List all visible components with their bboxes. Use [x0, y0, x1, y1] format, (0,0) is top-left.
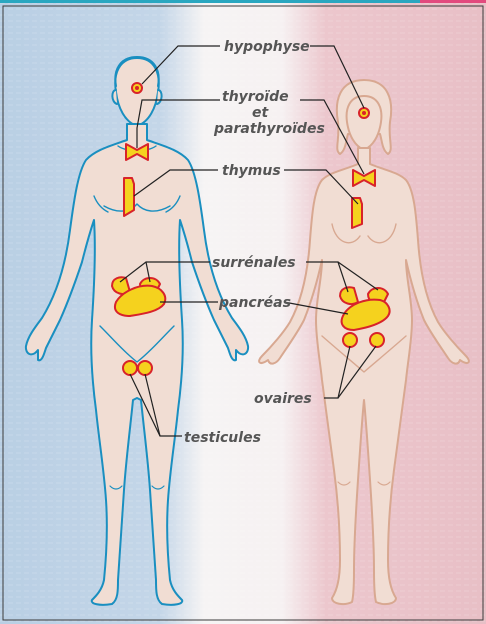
female-ovary-right: [370, 333, 384, 347]
label-thyroide-line3: parathyroïdes: [213, 121, 325, 137]
label-thyroide-line1: thyroïde: [222, 89, 289, 105]
label-testicules: testicules: [184, 430, 261, 446]
label-thyroide-line2: et: [252, 105, 269, 121]
female-hypophyse-core: [362, 111, 366, 115]
male-thymus-gland: [124, 178, 134, 216]
female-adrenal-left: [340, 287, 358, 304]
label-hypophyse: hypophyse: [224, 39, 310, 55]
female-ovary-left: [343, 333, 357, 347]
label-ovaires: ovaires: [254, 391, 312, 407]
male-testicle-left: [123, 361, 137, 375]
frame-top-accent: [420, 0, 486, 3]
label-thymus: thymus: [222, 163, 281, 179]
label-surrenales: surrénales: [212, 255, 296, 271]
label-pancreas: pancréas: [218, 295, 291, 311]
male-hypophyse-core: [135, 86, 139, 90]
frame-top: [0, 0, 486, 3]
male-testicle-right: [138, 361, 152, 375]
